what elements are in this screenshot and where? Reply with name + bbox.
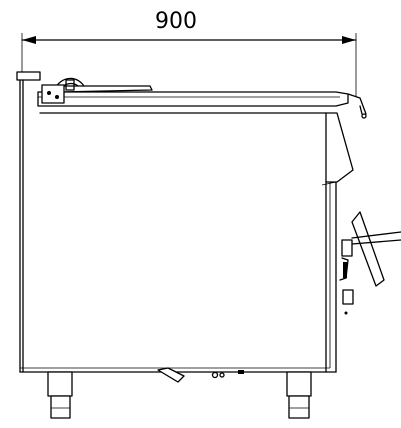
valve-shaft [351,231,401,239]
valve-shadow [343,262,347,278]
hinge-pin-2 [55,95,59,99]
worktop [37,91,367,183]
left-leg-upper [47,371,73,397]
drain-pipe [157,367,185,383]
bottom-fitting [238,370,244,374]
width-dimension: 900 [21,9,357,96]
valve-lower-block [342,289,354,305]
bottom-fittings [157,367,244,383]
back-upstand [16,71,41,81]
legs [47,371,312,419]
dimension-arrow-right [342,36,356,44]
valve-body [341,239,353,257]
front-lip [347,93,367,115]
lip-end [361,113,367,119]
bottom-nut-1 [211,371,219,379]
basket-handle [57,85,153,93]
bottom-nut-2 [219,372,225,378]
hinge-block [41,84,65,104]
control-panel [325,112,354,183]
hinge-pin-1 [47,91,51,95]
dimension-arrow-left [22,36,36,44]
dimension-label: 900 [155,9,197,34]
valve-handle [351,211,385,287]
worktop-slab [37,91,349,107]
left-leg-lower [50,395,71,419]
basket-assembly [41,77,153,104]
valve-shaft-lower [351,239,401,245]
drain-valve [339,211,401,315]
right-leg-upper [286,371,312,397]
appliance-body [16,71,337,373]
right-leg-lower [288,395,310,419]
valve-dot [344,311,348,315]
hinge-clip [65,79,75,91]
